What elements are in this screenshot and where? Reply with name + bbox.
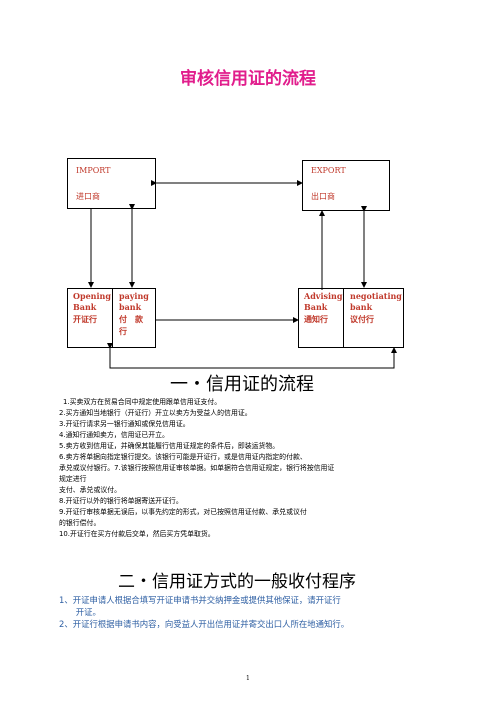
reimbursement-loop	[107, 343, 397, 369]
negotiating-bank-en2: bank	[350, 302, 373, 312]
step-item: 2、开证行根据申请书内容，向受益人开出信用证并寄交出口人所在地通知行。	[59, 619, 350, 629]
list-item: 4.通知行通知卖方，信用证已开立。	[59, 431, 169, 439]
list-item: 支付、承兑或议付。	[59, 486, 122, 494]
step-item: 1、开证申请人根据合填写开证申请书并交纳押金或提供其他保证，请开证行	[59, 595, 341, 605]
list-item: 9.开证行审核单据无误后，以事先约定的形式，对已按照信用证付款、承兑或议付	[59, 508, 307, 516]
negotiating-bank-box: negotiating bank 议付行	[343, 288, 404, 348]
section-1-list: 1.买卖双方在贸易合同中规定使用跟单信用证支付。 2.买方通知当地银行（开证行）…	[59, 397, 459, 540]
export-label-en: EXPORT	[311, 166, 346, 175]
advising-bank-zh: 通知行	[304, 314, 328, 324]
import-label-zh: 进口商	[76, 192, 100, 201]
step-item: 开证。	[59, 607, 101, 617]
opening-bank-box: Opening Bank 开证行	[67, 288, 113, 348]
section-1-heading: 一・信用证的流程	[170, 374, 314, 395]
page-number: 1	[246, 675, 250, 682]
import-label-en: IMPORT	[76, 166, 111, 175]
list-item: 承兑或议付银行。7.该银行按照信用证审核单据。如单据符合信用证规定，银行将按信用…	[59, 464, 335, 472]
advising-bank-en1: Advising	[304, 291, 343, 301]
paying-bank-en2: bank	[119, 302, 142, 312]
section-2-steps: 1、开证申请人根据合填写开证申请书并交纳押金或提供其他保证，请开证行 开证。 2…	[59, 594, 479, 630]
list-item: 2.买方通知当地银行（开证行）开立以卖方为受益人的信用证。	[59, 409, 252, 417]
paying-bank-en1: paying	[119, 291, 149, 301]
opening-bank-zh: 开证行	[73, 314, 97, 324]
list-item: 1.买卖双方在贸易合同中规定使用跟单信用证支付。	[63, 398, 222, 406]
list-item: 3.开证行请求另一银行通知或保兑信用证。	[59, 420, 190, 428]
export-label-zh: 出口商	[311, 192, 335, 201]
opening-bank-en1: Opening	[73, 291, 111, 301]
paying-bank-box: paying bank 付 款 行	[112, 288, 156, 348]
negotiating-bank-zh: 议付行	[350, 314, 374, 324]
page-title: 审核信用证的流程	[180, 69, 316, 89]
negotiating-bank-en1: negotiating	[350, 291, 402, 301]
list-item: 的银行偿付。	[59, 519, 101, 527]
section-2-heading: 二・信用证方式的一般收付程序	[118, 572, 356, 592]
paying-bank-zh1: 付 款	[119, 314, 143, 324]
advising-bank-box: Advising Bank 通知行	[298, 288, 344, 348]
paying-bank-zh2: 行	[119, 326, 127, 336]
import-box: IMPORT 进口商	[67, 158, 156, 209]
advising-bank-en2: Bank	[304, 302, 328, 312]
opening-bank-en2: Bank	[73, 302, 97, 312]
list-item: 10.开证行在买方付款后交单，然后买方凭单取货。	[59, 530, 215, 538]
export-box: EXPORT 出口商	[302, 160, 390, 211]
list-item: 8.开证行以外的银行将单据寄送开证行。	[59, 497, 183, 505]
list-item: 规定进行	[59, 475, 87, 483]
list-item: 5.卖方收到信用证，并确保其能履行信用证规定的条件后，即装运货物。	[59, 442, 280, 450]
list-item: 6.卖方将单据向指定银行提交。该银行可能是开证行，或是信用证内指定的付款、	[59, 453, 307, 461]
